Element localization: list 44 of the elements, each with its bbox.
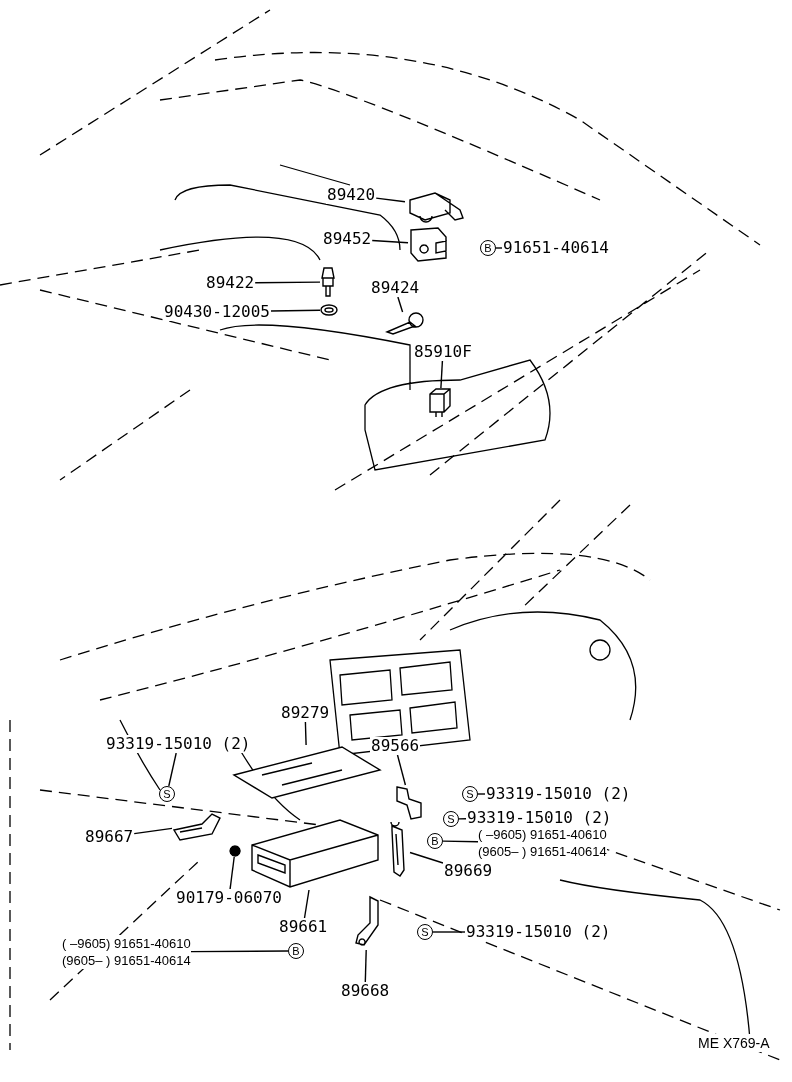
leader-line: [270, 309, 321, 312]
control-module-drawing: [408, 225, 450, 263]
leader-line: [371, 239, 409, 244]
fastener-symbol: S: [417, 924, 433, 940]
sensor-drawing: [385, 312, 427, 334]
leader-line: [495, 247, 503, 249]
leader-line: [364, 949, 367, 983]
nut-drawing: [229, 845, 241, 857]
leader-line: [190, 950, 289, 953]
fastener-symbol: B: [480, 240, 496, 256]
leader-line: [442, 840, 479, 843]
leader-line: [304, 721, 307, 746]
leader-line: [477, 793, 486, 795]
leader-line: [397, 296, 404, 313]
part-number-note: ( –9605) 91651-40610: [62, 935, 191, 952]
bracket-drawing: [172, 810, 222, 840]
leader-line: [432, 931, 466, 933]
part-number-note: ( –9605) 91651-40610: [478, 826, 607, 843]
fastener-symbol: B: [427, 833, 443, 849]
washer-drawing: [320, 304, 338, 316]
leader-line: [458, 818, 467, 820]
leader-line: [440, 360, 444, 389]
part-number: 89420: [326, 186, 377, 204]
leader-line: [168, 752, 177, 787]
leader-line: [409, 851, 444, 864]
leader-line: [396, 754, 407, 786]
fastener-symbol: S: [159, 786, 175, 802]
leader-line: [229, 856, 235, 890]
leader-line: [303, 889, 310, 919]
relay-drawing: [428, 388, 452, 418]
leader-line: [375, 197, 406, 203]
fastener-symbol: S: [443, 811, 459, 827]
bracket-drawing: [395, 785, 425, 820]
fastener-symbol: B: [288, 943, 304, 959]
part-number: 90430-12005: [163, 303, 271, 321]
leader-line: [133, 827, 173, 835]
fastener-symbol: S: [462, 786, 478, 802]
part-number: 89424: [370, 279, 421, 297]
leader-line: [254, 281, 321, 284]
part-number: 89566: [370, 737, 421, 755]
switch-drawing: [320, 266, 336, 298]
part-number-note: (9605– ) 91651-40614: [62, 952, 191, 969]
part-number-note: (9605– ) 91651-40614: [478, 843, 607, 860]
drawing-code: ME X769-A: [697, 1034, 771, 1052]
